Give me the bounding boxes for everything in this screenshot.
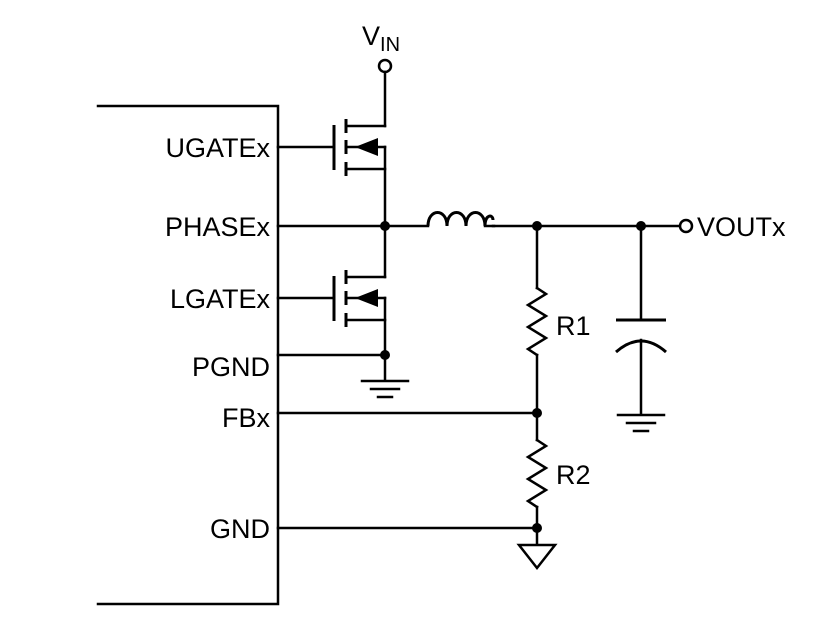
pgnd-net (276, 350, 390, 382)
signal-ground-icon (516, 543, 558, 571)
power-ground-icon (360, 379, 410, 399)
pin-label-ugate: UGATEx (165, 133, 270, 163)
low-side-mosfet-icon (276, 224, 387, 357)
pin-label-lgate: LGATEx (170, 284, 271, 314)
output-capacitor-icon (615, 224, 667, 416)
resistor-r1-icon (525, 224, 549, 415)
high-side-mosfet-icon (276, 119, 387, 228)
pin-label-phase: PHASEx (165, 212, 271, 242)
pin-label-fb: FBx (222, 403, 271, 433)
vout-terminal: VOUTx (532, 212, 786, 242)
r1-label: R1 (556, 311, 591, 341)
vout-label: VOUTx (697, 212, 786, 242)
vin-label-sub: IN (380, 34, 400, 56)
vin-terminal: VIN (362, 21, 400, 128)
inductor-icon (426, 211, 682, 228)
capacitor-ground-icon (616, 413, 666, 433)
svg-text:VIN: VIN (362, 21, 400, 56)
r2-label: R2 (556, 460, 591, 490)
vin-label-main: V (362, 21, 380, 51)
phase-net (276, 221, 430, 231)
pin-label-gnd: GND (210, 514, 270, 544)
fb-net (276, 408, 542, 418)
pin-label-pgnd: PGND (192, 352, 270, 382)
gnd-net (276, 523, 542, 533)
